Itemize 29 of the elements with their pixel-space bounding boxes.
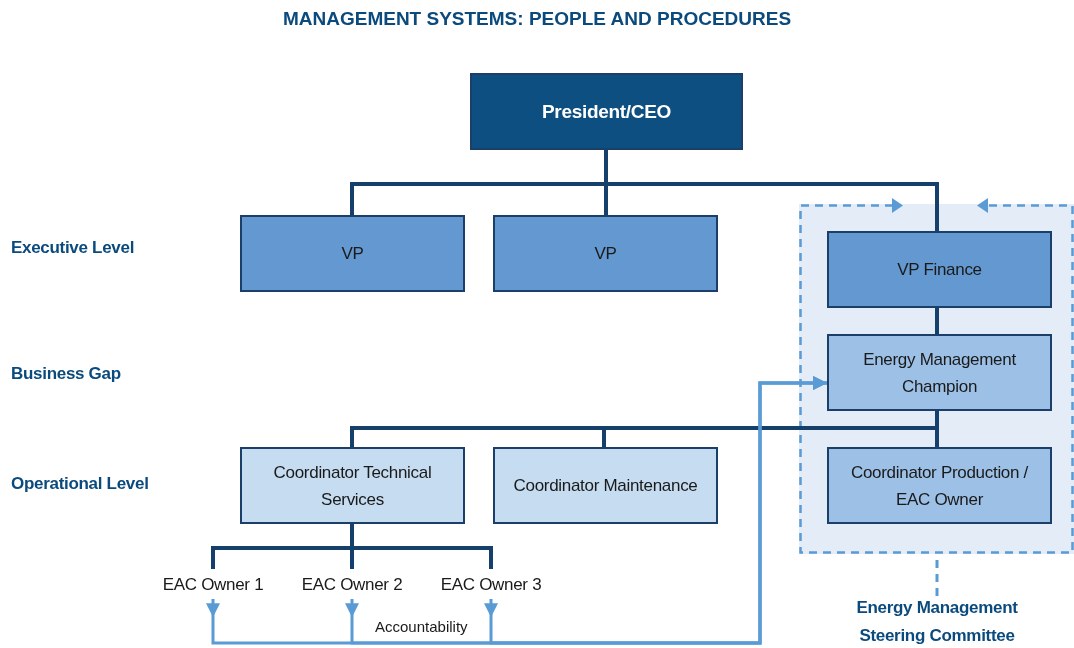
edge-label: Accountability: [373, 618, 470, 635]
role-title: Coordinator Maintenance: [512, 475, 699, 497]
reporting-line: [604, 150, 939, 231]
level-label: Business Gap: [11, 364, 121, 384]
role-box: [827, 447, 1052, 524]
reporting-line: [935, 308, 939, 334]
role-label: EAC Owner 1: [161, 573, 265, 596]
role-title: VP: [593, 243, 618, 265]
role-box: [493, 447, 718, 524]
role-title: VP: [340, 243, 365, 265]
diagram-title: MANAGEMENT SYSTEMS: PEOPLE AND PROCEDURES: [281, 8, 793, 30]
level-label: Executive Level: [11, 238, 135, 258]
reporting-line: [350, 524, 493, 569]
accountability-arrow: [484, 376, 827, 645]
role-title: Energy Management Champion: [862, 348, 1017, 398]
role-box: [240, 215, 465, 292]
role-title: Coordinator Technical Services: [272, 461, 433, 511]
role-label: EAC Owner 2: [300, 573, 404, 596]
role-title: Coordinator Production / EAC Owner: [849, 461, 1030, 511]
level-label: Operational Level: [11, 474, 149, 494]
committee-label: Energy Management Steering Committee: [855, 597, 1019, 647]
role-box: [493, 215, 718, 292]
role-title: VP Finance: [896, 259, 983, 281]
role-title: President/CEO: [540, 100, 673, 124]
role-box: [827, 334, 1052, 411]
role-label: EAC Owner 3: [439, 573, 543, 596]
role-box: [827, 231, 1052, 308]
executive-box: [470, 73, 743, 150]
role-box: [240, 447, 465, 524]
